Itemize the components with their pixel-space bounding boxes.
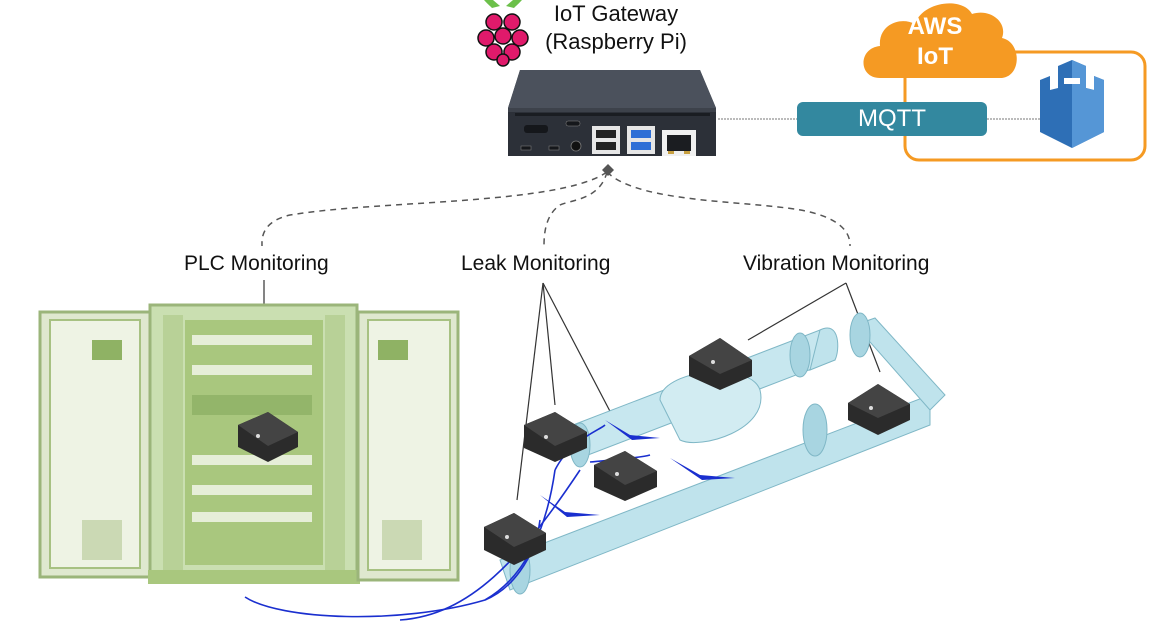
- gateway-title-line2: (Raspberry Pi): [545, 29, 687, 54]
- sensor-leak-1: [524, 412, 587, 462]
- link-vibration: [606, 171, 851, 247]
- category-label-vibration: Vibration Monitoring: [743, 252, 930, 275]
- sensor-vibration-2: [848, 384, 910, 435]
- link-leak: [543, 171, 608, 247]
- link-plc: [261, 171, 608, 247]
- sensor-plc: [238, 412, 298, 462]
- leak-cable-clips: [540, 420, 735, 517]
- gateway-antenna-hub: [602, 164, 614, 176]
- sensor-leak-2: [594, 451, 657, 501]
- pipeline: [499, 312, 946, 595]
- gateway-title-line1: IoT Gateway: [553, 1, 679, 26]
- wireless-links: [261, 171, 851, 247]
- mqtt-badge: MQTT: [797, 102, 987, 136]
- aws-label-line2: IoT: [917, 43, 953, 70]
- raspberry-pi-logo: [477, 0, 529, 67]
- category-label-plc: PLC Monitoring: [184, 252, 329, 275]
- sensor-leak-3: [484, 513, 546, 565]
- category-label-leak: Leak Monitoring: [461, 252, 611, 275]
- sensor-vibration-1: [689, 338, 752, 390]
- gateway-title: IoT Gateway (Raspberry Pi): [536, 0, 696, 56]
- aws-cloud-icon: [863, 3, 1017, 78]
- gateway-device: [508, 70, 716, 156]
- aws-iot-label: AWS IoT: [890, 12, 980, 72]
- aws-label-line1: AWS: [907, 13, 963, 40]
- aws-iot-castle-icon: [1040, 60, 1104, 148]
